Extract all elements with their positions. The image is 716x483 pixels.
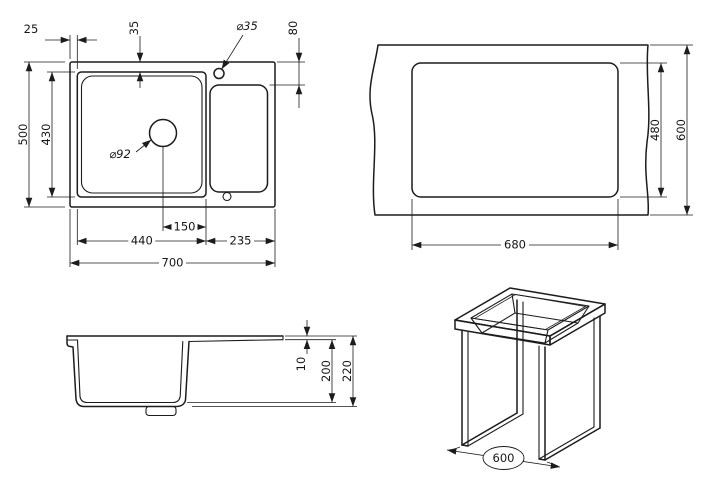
dim-600-width-label: 600: [493, 451, 515, 465]
section-view-dimensions: 10 200 220: [187, 320, 357, 407]
section-view: 10 200 220: [66, 320, 357, 417]
plan-view: 25 35 ⌀35 80 500 430: [16, 19, 305, 270]
drainboard-recess: [209, 84, 269, 193]
right-panel: [538, 315, 601, 461]
iso-view: 600: [446, 287, 606, 470]
cutout-view: 480 600 680: [369, 44, 693, 252]
left-panel: [461, 299, 524, 447]
iso-view-geometry: [454, 287, 606, 461]
faucet-hole: [213, 67, 225, 80]
plan-view-dimensions: 25 35 ⌀35 80 500 430: [16, 19, 305, 270]
bowl-outer-edge: [76, 71, 207, 198]
dim-150-label: 150: [174, 219, 196, 233]
dim-hole-diameter-label: ⌀35: [236, 19, 258, 33]
bowl-outer-profile: [66, 335, 190, 408]
dim-500-label: 500: [16, 124, 30, 146]
dim-drain-diameter-label: ⌀92: [109, 147, 131, 161]
opening-inner-edge: [473, 294, 587, 330]
dim-600-depth-label: 600: [674, 119, 688, 141]
dim-680-label: 680: [504, 238, 526, 252]
cutout-rect: [411, 62, 619, 198]
dim-600-balloon: [482, 446, 525, 470]
cutout-view-dimensions: 480 600 680: [411, 44, 693, 252]
dim-25-label: 25: [24, 22, 39, 36]
dim-700-label: 700: [162, 256, 184, 270]
sink-outer-outline: [69, 61, 276, 208]
dim-80-label: 80: [286, 21, 300, 36]
cutout-view-geometry: [369, 44, 650, 216]
drain-fitting: [145, 405, 177, 417]
dim-235-label: 235: [230, 234, 252, 248]
iso-view-dimensions: 600: [446, 446, 561, 470]
rim-top-face: [454, 287, 606, 337]
plan-view-geometry: [69, 61, 276, 208]
drainboard-drain-hole: [222, 191, 232, 202]
opening-outer-edge: [470, 293, 590, 331]
dim-35-rim-label: 35: [127, 21, 141, 36]
countertop-outline: [369, 44, 650, 216]
drainboard-surface: [188, 339, 284, 343]
bowl-inner-edge: [80, 75, 203, 194]
dim-10-label: 10: [294, 357, 308, 372]
dim-200-label: 200: [319, 360, 333, 382]
drain-hole: [148, 118, 178, 148]
bowl-inner-profile: [76, 339, 184, 404]
dim-220-label: 220: [340, 360, 354, 382]
rim-right-face: [549, 303, 606, 346]
section-view-geometry: [66, 335, 284, 417]
dim-430-label: 430: [39, 124, 53, 146]
dim-480-label: 480: [648, 119, 662, 141]
dim-440-label: 440: [131, 234, 153, 248]
